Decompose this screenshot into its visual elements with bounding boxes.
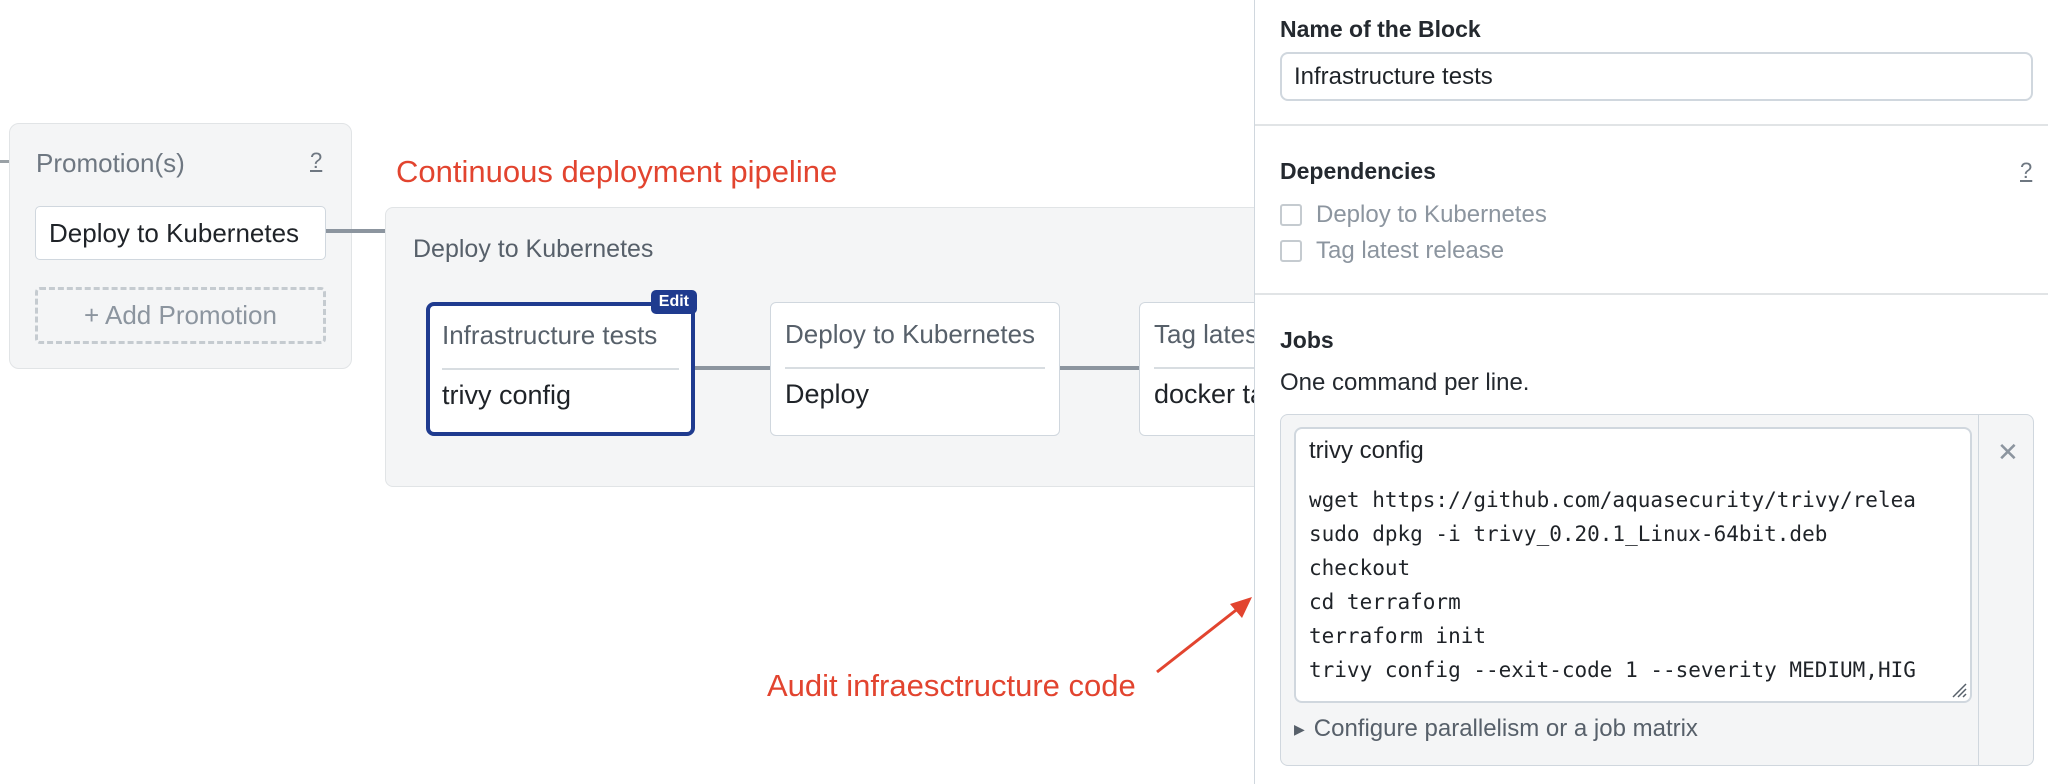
jobs-help-text: One command per line.: [1280, 369, 1530, 396]
resize-grip-icon[interactable]: [1949, 680, 1967, 698]
section-divider: [1255, 124, 2048, 126]
block-name: Deploy to Kubernetes: [785, 319, 1036, 349]
block-name-label: Name of the Block: [1280, 16, 1481, 42]
jobs-label: Jobs: [1280, 327, 1334, 353]
close-icon[interactable]: ✕: [1997, 437, 2019, 467]
command-line: terraform init: [1309, 624, 1487, 648]
workflow-canvas: Promotion(s) ? Deploy to Kubernetes + Ad…: [0, 123, 1254, 703]
promotions-help-link[interactable]: ?: [310, 148, 323, 173]
command-line: trivy config --exit-code 1 --severity ME…: [1309, 658, 1916, 682]
block-divider: [442, 368, 679, 370]
promotions-title: Promotion(s): [36, 148, 185, 178]
block-infrastructure-tests[interactable]: Infrastructure tests trivy config Edit: [426, 290, 697, 436]
block-connector: [1058, 366, 1141, 370]
command-line: cd terraform: [1309, 590, 1461, 614]
dependencies-label: Dependencies: [1280, 158, 1436, 184]
edit-badge[interactable]: Edit: [650, 290, 697, 314]
dependency-checkbox[interactable]: [1280, 204, 1302, 226]
dependency-checkbox[interactable]: [1280, 240, 1302, 262]
add-promotion-button[interactable]: + Add Promotion: [35, 287, 326, 344]
parallelism-toggle[interactable]: ▶ Configure parallelism or a job matrix: [1294, 715, 1698, 743]
dependency-label: Tag latest release: [1316, 237, 1505, 264]
annotation-arrow: [1156, 597, 1252, 674]
annotation-audit: Audit infraesctructure code: [767, 668, 1136, 703]
promotions-panel: Promotion(s) ? Deploy to Kubernetes + Ad…: [9, 123, 352, 369]
promotion-connector: [326, 229, 385, 233]
parallelism-label: Configure parallelism or a job matrix: [1313, 715, 1698, 742]
pipeline-title: Deploy to Kubernetes: [413, 235, 654, 263]
command-line: wget https://github.com/aquasecurity/tri…: [1309, 488, 1916, 512]
section-divider: [1255, 293, 2048, 295]
job-name-input[interactable]: trivy config: [1294, 427, 1972, 475]
block-job: Deploy: [785, 379, 870, 409]
job-commands-textarea[interactable]: wget https://github.com/aquasecurity/tri…: [1294, 473, 1972, 703]
block-job: trivy config: [442, 380, 572, 410]
pipeline-container: Deploy to Kubernetes Infrastructure test…: [385, 207, 1254, 487]
block-settings-panel: Name of the Block Infrastructure tests D…: [1254, 0, 2048, 784]
annotation-pipeline: Continuous deployment pipeline: [396, 154, 838, 189]
block-divider: [1154, 367, 1254, 369]
block-name: Tag latest release: [1154, 319, 1254, 349]
block-name: Infrastructure tests: [442, 320, 658, 350]
dependency-tag-latest-release[interactable]: Tag latest release: [1280, 237, 1504, 265]
dependency-deploy-to-kubernetes[interactable]: Deploy to Kubernetes: [1280, 201, 1547, 229]
dependencies-help-link[interactable]: ?: [2020, 158, 2033, 183]
promotion-item[interactable]: Deploy to Kubernetes: [35, 206, 326, 260]
command-line: sudo dpkg -i trivy_0.20.1_Linux-64bit.de…: [1309, 522, 1828, 546]
block-tag-latest-release[interactable]: Tag latest release docker tag: [1139, 302, 1254, 436]
job-card: ✕ trivy config wget https://github.com/a…: [1280, 414, 2034, 766]
triangle-right-icon: ▶: [1294, 720, 1305, 737]
dependency-label: Deploy to Kubernetes: [1316, 201, 1547, 228]
block-deploy-to-kubernetes[interactable]: Deploy to Kubernetes Deploy: [770, 302, 1060, 436]
block-connector: [693, 366, 771, 370]
block-name-input[interactable]: Infrastructure tests: [1280, 52, 2033, 101]
block-job: docker tag: [1154, 379, 1254, 409]
command-line: checkout: [1309, 556, 1411, 580]
job-card-divider: [1978, 415, 1979, 765]
incoming-connector: [0, 160, 9, 163]
block-divider: [785, 367, 1045, 369]
